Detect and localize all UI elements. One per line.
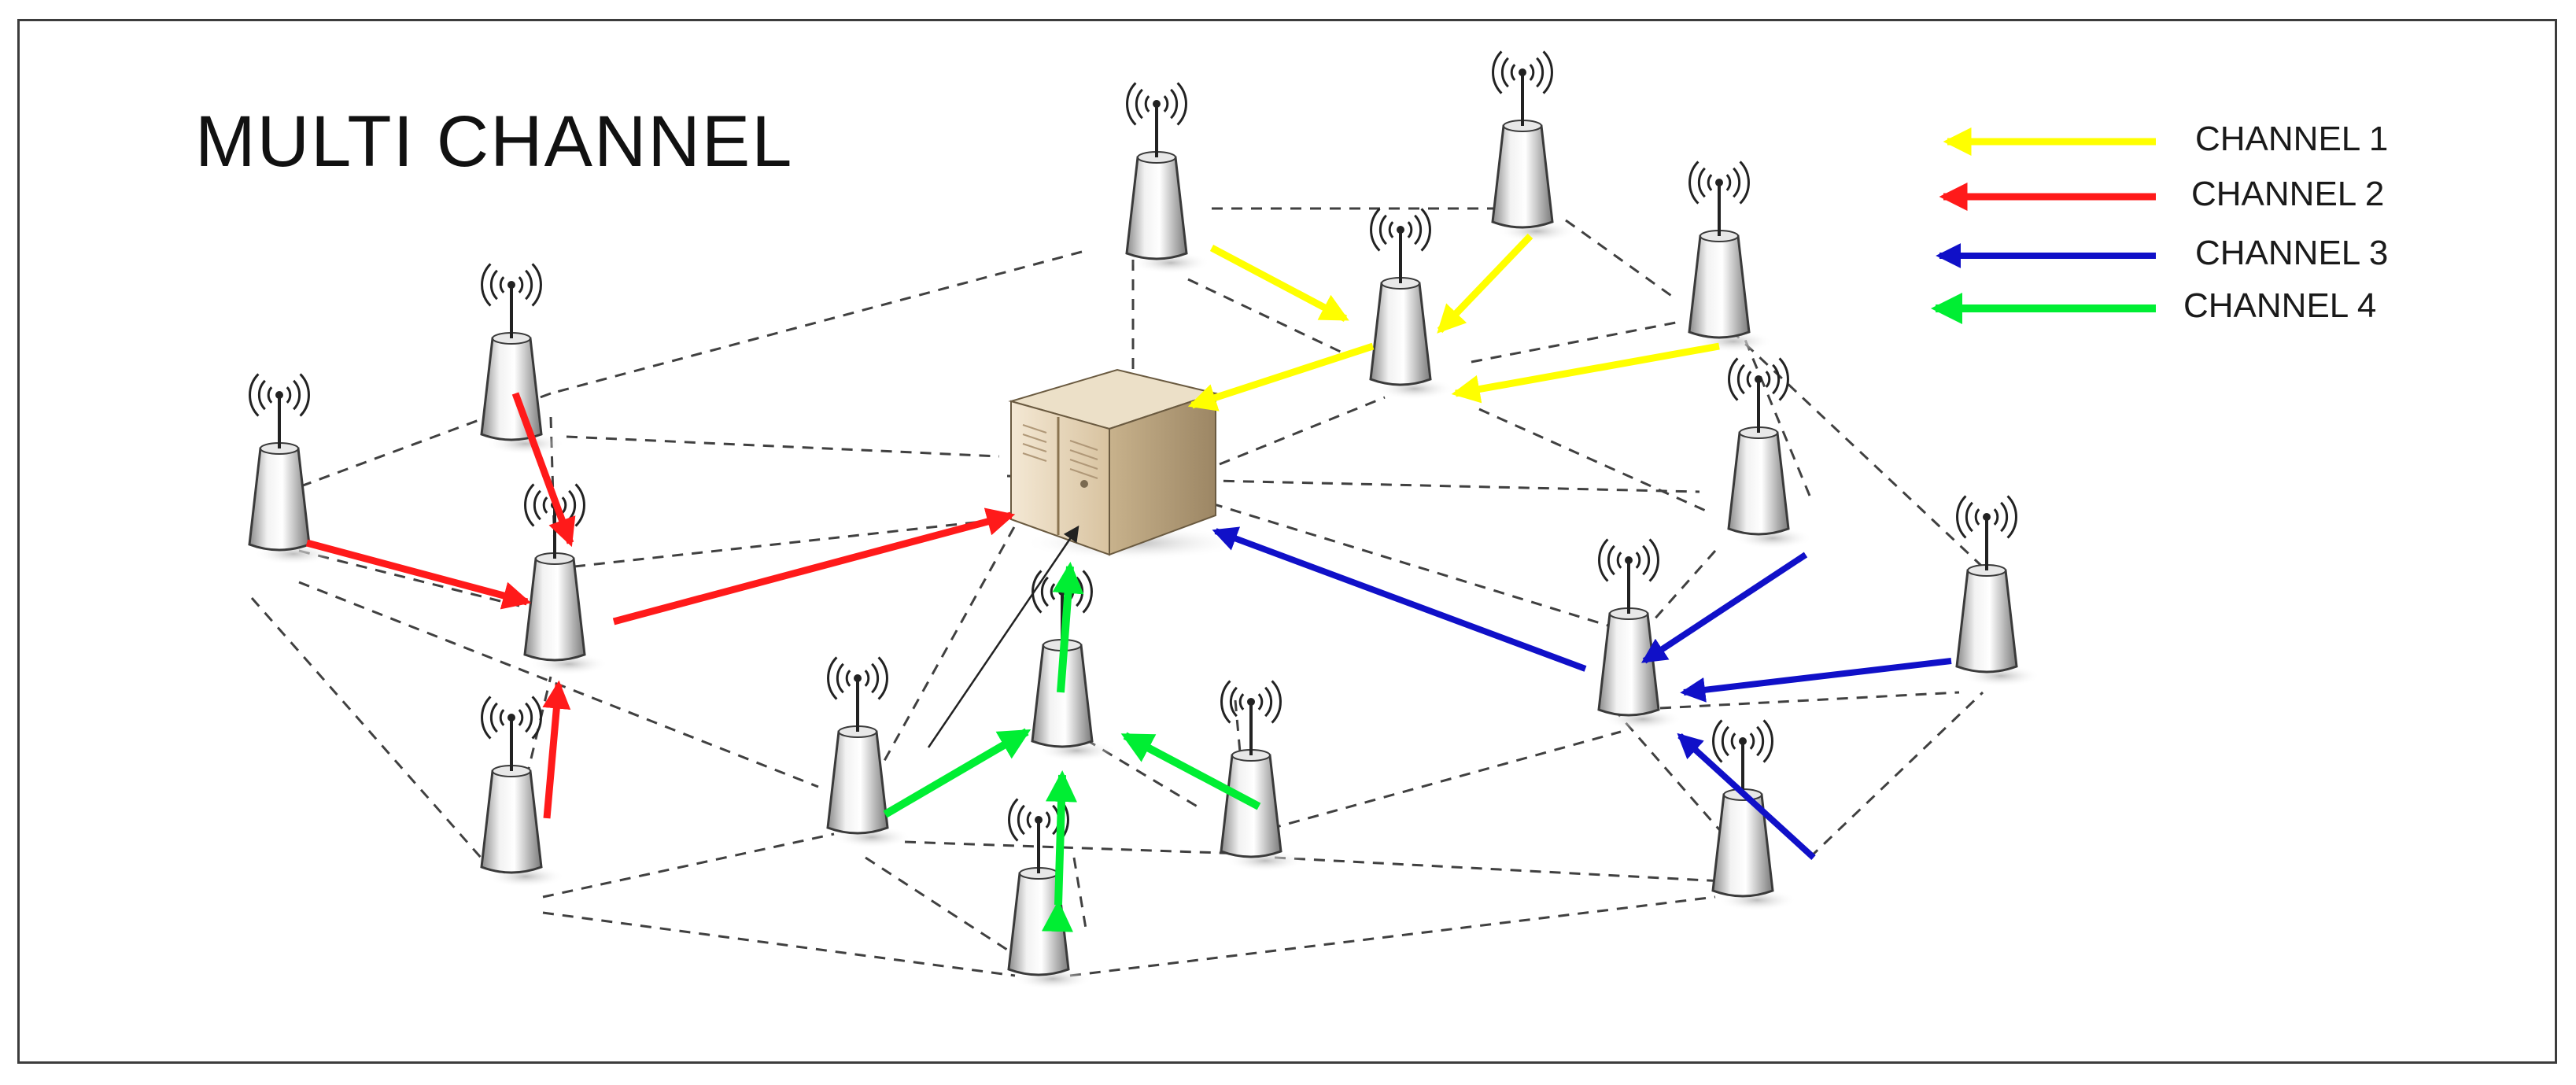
legend-arrows [1931,127,2156,324]
diagram-title: MULTI CHANNEL [195,101,794,182]
wireless-antenna-tower-icon [1727,357,1812,549]
channel-3-links [1212,526,1952,860]
channel-2-links [305,392,1016,819]
wireless-antenna-tower-icon [248,373,333,565]
channel-1-links [1187,233,1720,411]
wireless-antenna-tower-icon [1220,680,1305,872]
wireless-antenna-tower-icon [1369,208,1454,400]
wireless-antenna-tower-icon [1491,50,1576,242]
server-hub [1008,368,1243,560]
legend-label-ch1: CHANNEL 1 [2195,120,2389,158]
wireless-antenna-tower-icon [1125,82,1210,274]
channel-4-bidirectional [1041,770,1077,932]
legend-label-ch3: CHANNEL 3 [2195,234,2389,272]
wireless-antenna-tower-icon [826,656,911,848]
diagram-frame [17,19,2557,1064]
channel-4-links [883,562,1261,818]
wireless-antenna-tower-icon [1031,570,1116,762]
wireless-antenna-tower-icon [1955,495,2040,687]
wireless-antenna-tower-icon [1007,798,1092,990]
legend-label-ch2: CHANNEL 2 [2191,175,2385,213]
legend-label-ch4: CHANNEL 4 [2183,286,2377,325]
wireless-nodes [248,50,2040,990]
wireless-antenna-tower-icon [523,483,608,675]
wireless-antenna-tower-icon [1711,719,1796,911]
wireless-antenna-tower-icon [1597,538,1682,730]
wireless-antenna-tower-icon [1688,161,1773,352]
wireless-antenna-tower-icon [480,263,565,455]
wireless-antenna-tower-icon [480,696,565,888]
